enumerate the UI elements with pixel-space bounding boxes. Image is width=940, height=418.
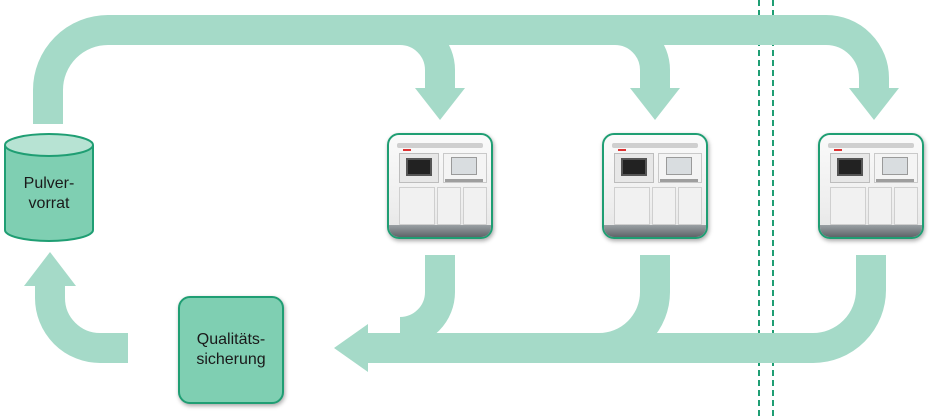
supply-arrowhead-2 xyxy=(630,88,680,120)
supply-arrowhead-3 xyxy=(849,88,899,120)
machine-3 xyxy=(818,133,924,239)
storage-cylinder xyxy=(4,133,94,242)
storage-cylinder-body xyxy=(4,145,94,242)
quality-label: Qualitäts- sicherung xyxy=(196,331,266,368)
supply-flow xyxy=(33,15,889,124)
machine-1 xyxy=(387,133,493,239)
quality-box xyxy=(178,296,284,404)
machine-2 xyxy=(602,133,708,239)
supply-arrowheads xyxy=(415,88,899,120)
supply-arrow-main xyxy=(33,15,889,124)
quality-to-storage-arrow xyxy=(35,285,128,363)
storage-cylinder-top xyxy=(4,133,94,157)
return-arrow-main xyxy=(368,255,886,363)
return-arrow-branch-1 xyxy=(399,255,455,347)
return-arrow-branch-2 xyxy=(598,255,670,363)
supply-arrowhead-1 xyxy=(415,88,465,120)
storage-label: Pulver- vorrat xyxy=(23,175,75,212)
return-arrowhead xyxy=(334,324,368,372)
supply-arrow-branch-2 xyxy=(614,15,670,90)
quality-to-storage-arrowhead xyxy=(24,252,76,286)
supply-arrow-branch-1 xyxy=(399,15,455,90)
return-flow xyxy=(368,255,886,363)
